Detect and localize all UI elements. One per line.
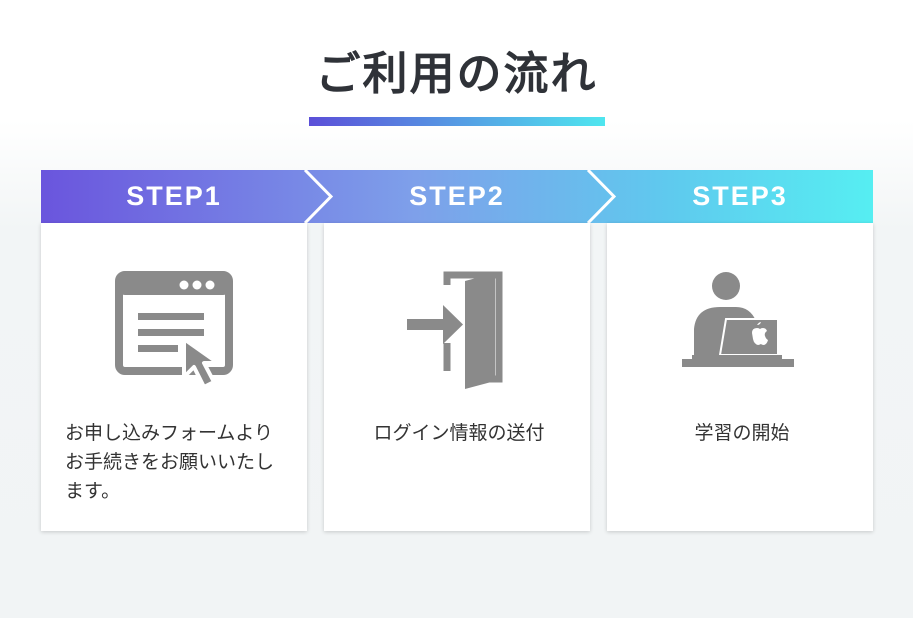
section-title-wrap: ご利用の流れ	[0, 44, 913, 104]
step-3-card: 学習の開始	[607, 223, 873, 531]
step-1-label: STEP1	[126, 181, 222, 211]
door-enter-icon	[407, 271, 503, 389]
step-2-description: ログイン情報の送付	[373, 422, 545, 444]
step-2-label: STEP2	[409, 181, 505, 211]
step-3-label: STEP3	[692, 181, 788, 211]
steps-header-band: STEP1 STEP2 STEP3	[41, 170, 873, 223]
person-laptop-icon	[682, 272, 794, 367]
step-1-card: お申し込みフォームよりお手続きをお願いいたします。	[41, 223, 307, 531]
title-underline	[309, 117, 605, 126]
step-2-card: ログイン情報の送付	[324, 223, 590, 531]
step-1-description: お申し込みフォームよりお手続きをお願いいたします。	[65, 422, 275, 502]
web-form-icon	[115, 271, 233, 389]
step-3-description: 学習の開始	[694, 422, 790, 444]
chevron-right-icon	[303, 170, 334, 223]
page-title: ご利用の流れ	[315, 47, 598, 100]
chevron-right-icon	[586, 170, 617, 223]
